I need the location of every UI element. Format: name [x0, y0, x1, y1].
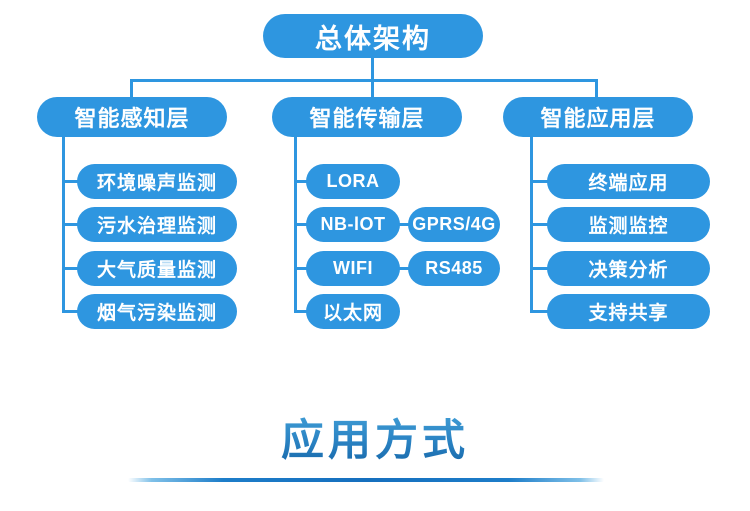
connector-root-stem	[371, 58, 374, 79]
connector-stub	[294, 180, 307, 183]
node-noise-monitoring: 环境噪声监测	[77, 164, 237, 199]
node-air-quality-monitoring: 大气质量监测	[77, 251, 237, 286]
node-gprs-4g: GPRS/4G	[408, 207, 500, 242]
connector-stub	[62, 180, 79, 183]
node-ethernet: 以太网	[306, 294, 400, 329]
connector-stub	[62, 267, 79, 270]
header-transmission-label: 智能传输层	[309, 106, 425, 131]
node-rs485: RS485	[408, 251, 500, 286]
connector-stub	[399, 223, 409, 226]
connector-stub	[62, 223, 79, 226]
node-nbiot: NB-lOT	[306, 207, 400, 242]
root-node: 总体架构	[263, 14, 483, 58]
node-label: 支持共享	[588, 303, 669, 324]
node-wifi: WIFI	[306, 251, 400, 286]
root-node-label: 总体架构	[315, 23, 431, 54]
connector-drop-perception	[130, 79, 133, 97]
header-perception-layer: 智能感知层	[37, 97, 227, 137]
connector-stub	[294, 310, 307, 313]
node-label: LORA	[326, 171, 380, 191]
node-label: NB-lOT	[320, 214, 386, 234]
node-label: 大气质量监测	[96, 260, 217, 281]
node-terminal-application: 终端应用	[547, 164, 710, 199]
node-support-sharing: 支持共享	[547, 294, 710, 329]
node-label: 终端应用	[588, 173, 669, 194]
node-decision-analysis: 决策分析	[547, 251, 710, 286]
node-label: 烟气污染监测	[96, 303, 217, 324]
header-application-layer: 智能应用层	[503, 97, 693, 137]
node-sewage-monitoring: 污水治理监测	[77, 207, 237, 242]
header-application-label: 智能应用层	[540, 106, 656, 131]
node-label: 监测监控	[588, 216, 669, 237]
section-title-application-mode: 应用方式	[0, 406, 750, 468]
node-label: 决策分析	[588, 260, 669, 281]
connector-stub	[62, 310, 79, 313]
connector-stub	[399, 267, 409, 270]
connector-stub	[530, 180, 549, 183]
node-label: 环境噪声监测	[96, 173, 217, 194]
node-label: RS485	[425, 258, 483, 278]
section-title-underline	[128, 478, 604, 482]
node-label: 以太网	[322, 303, 383, 324]
node-lora: LORA	[306, 164, 400, 199]
connector-stub	[530, 267, 549, 270]
header-perception-label: 智能感知层	[74, 106, 190, 131]
node-label: WIFI	[333, 258, 373, 278]
connector-top-rail	[130, 79, 598, 82]
node-label: 污水治理监测	[96, 216, 217, 237]
connector-stub	[294, 223, 307, 226]
node-monitoring-surveillance: 监测监控	[547, 207, 710, 242]
connector-drop-application	[595, 79, 598, 97]
node-flue-gas-monitoring: 烟气污染监测	[77, 294, 237, 329]
connector-drop-transmission	[371, 79, 374, 97]
node-label: GPRS/4G	[412, 214, 496, 234]
header-transmission-layer: 智能传输层	[272, 97, 462, 137]
connector-stub	[530, 223, 549, 226]
connector-stub	[294, 267, 307, 270]
connector-stub	[530, 310, 549, 313]
